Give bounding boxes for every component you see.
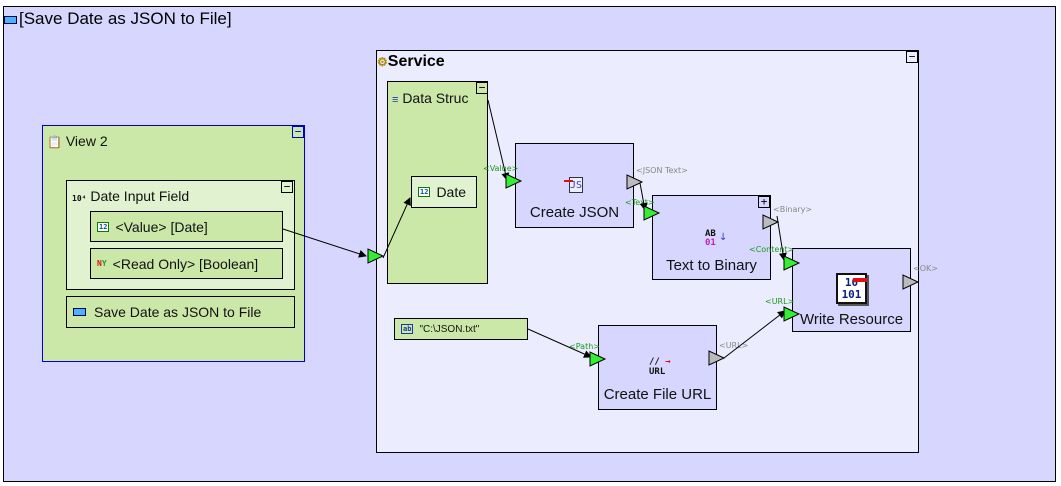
date-input-field-title-text: Date Input Field — [90, 188, 190, 204]
port-label-url-in: <URL> — [765, 297, 795, 306]
icon-bottom: 101 — [841, 288, 862, 301]
node-label: Write Resource — [799, 311, 904, 328]
date-field-icon: 10⁴ — [72, 194, 87, 203]
port-create-json-out[interactable] — [626, 174, 644, 190]
port-write-content-in[interactable] — [783, 255, 801, 271]
port-file-url-in[interactable] — [589, 351, 607, 367]
json-icon-accent — [564, 180, 573, 182]
wire-binary-to-content[interactable] — [776, 215, 787, 261]
text-to-binary-icon: AB 01 — [705, 230, 716, 248]
icon-bottom: 01 — [705, 238, 716, 248]
date-input-field-title: 10⁴ Date Input Field — [72, 188, 189, 204]
port-text-to-binary-out[interactable] — [762, 214, 780, 230]
wire-value-to-ds[interactable] — [282, 228, 367, 258]
boolean-icon: NY — [97, 259, 107, 268]
node-text-to-binary[interactable]: AB 01 ↓ Text to Binary + — [652, 195, 771, 280]
url-icon: // → URL — [649, 357, 671, 377]
property-read-only-boolean[interactable]: NY <Read Only> [Boolean] — [90, 248, 283, 279]
node-label: Create File URL — [603, 386, 712, 403]
icon-bottom: URL — [649, 367, 666, 377]
port-label-json-text: <JSON Text> — [636, 166, 688, 175]
node-label: Create JSON — [529, 204, 620, 221]
number-icon: 12 — [418, 187, 431, 197]
button-icon — [73, 308, 86, 316]
date-input-field-collapse-button[interactable]: − — [281, 181, 293, 193]
number-icon: 12 — [97, 221, 110, 232]
port-label-url-out: <URL> — [719, 341, 749, 350]
port-label-path: <Path> — [569, 342, 600, 351]
gears-icon: ⚙ — [377, 55, 388, 69]
diagram-title: [Save Date as JSON to File] — [4, 9, 232, 29]
service-collapse-button[interactable]: − — [906, 51, 918, 63]
port-file-url-out[interactable] — [708, 350, 726, 366]
wire-json-to-text[interactable] — [639, 182, 648, 211]
port-label-ok: <OK> — [913, 264, 938, 273]
node-label: Text to Binary — [666, 257, 757, 274]
service-title: ⚙Service — [377, 53, 445, 71]
button-widget-label: Save Date as JSON to File — [94, 304, 262, 320]
port-text-to-binary-in[interactable] — [643, 205, 661, 221]
text-to-binary-expand-button[interactable]: + — [758, 196, 770, 208]
view-2-collapse-button[interactable]: − — [292, 126, 304, 138]
arrow-down-icon: ↓ — [719, 232, 728, 243]
clipboard-icon: 📋 — [47, 135, 62, 149]
port-write-ok-out[interactable] — [902, 274, 920, 290]
port-create-json-in[interactable] — [505, 173, 523, 189]
text-icon: ab — [401, 324, 414, 334]
icon-top: AB — [705, 229, 716, 239]
view-2-title: 📋 View 2 — [47, 133, 108, 149]
button-icon — [4, 15, 17, 24]
port-ds-in[interactable] — [367, 248, 385, 264]
wire-ds-to-create-json[interactable] — [487, 99, 510, 181]
save-date-button-widget[interactable]: Save Date as JSON to File — [66, 296, 295, 328]
port-label-value: <Value> — [483, 164, 519, 173]
property-value-date[interactable]: 12 <Value> [Date] — [90, 211, 283, 242]
data-structure-title: ≡ Data Struc — [392, 90, 486, 106]
icon-top: // — [649, 357, 660, 367]
diagram-title-text: [Save Date as JSON to File] — [19, 9, 232, 28]
wire-constant-to-path[interactable] — [527, 328, 592, 358]
data-structure-field-date[interactable]: 12 Date — [411, 176, 477, 208]
data-structure-title-text: Data Struc — [402, 90, 469, 106]
red-arrow-icon — [853, 278, 867, 282]
data-structure-collapse-button[interactable]: − — [476, 82, 488, 94]
node-create-json[interactable]: JS Create JSON — [515, 143, 634, 228]
port-label-content: <Content> — [749, 245, 795, 254]
constant-value: "C:\JSON.txt" — [419, 323, 480, 335]
port-label-binary: <Binary> — [773, 205, 813, 214]
service-title-text: Service — [387, 53, 445, 70]
view-2-title-text: View 2 — [65, 133, 108, 149]
structure-icon: ≡ — [392, 94, 399, 106]
property-label: <Value> [Date] — [115, 218, 208, 235]
constant-path[interactable]: ab "C:\JSON.txt" — [394, 318, 528, 340]
wire-url-to-write[interactable] — [723, 310, 786, 359]
field-label: Date — [436, 184, 467, 200]
port-write-url-in[interactable] — [783, 306, 801, 322]
node-write-resource[interactable]: 10 101 Write Resource — [792, 248, 911, 332]
property-label: <Read Only> [Boolean] — [112, 255, 259, 272]
wire-ds-to-date[interactable] — [382, 197, 411, 259]
node-create-file-url[interactable]: // → URL Create File URL — [598, 325, 717, 410]
